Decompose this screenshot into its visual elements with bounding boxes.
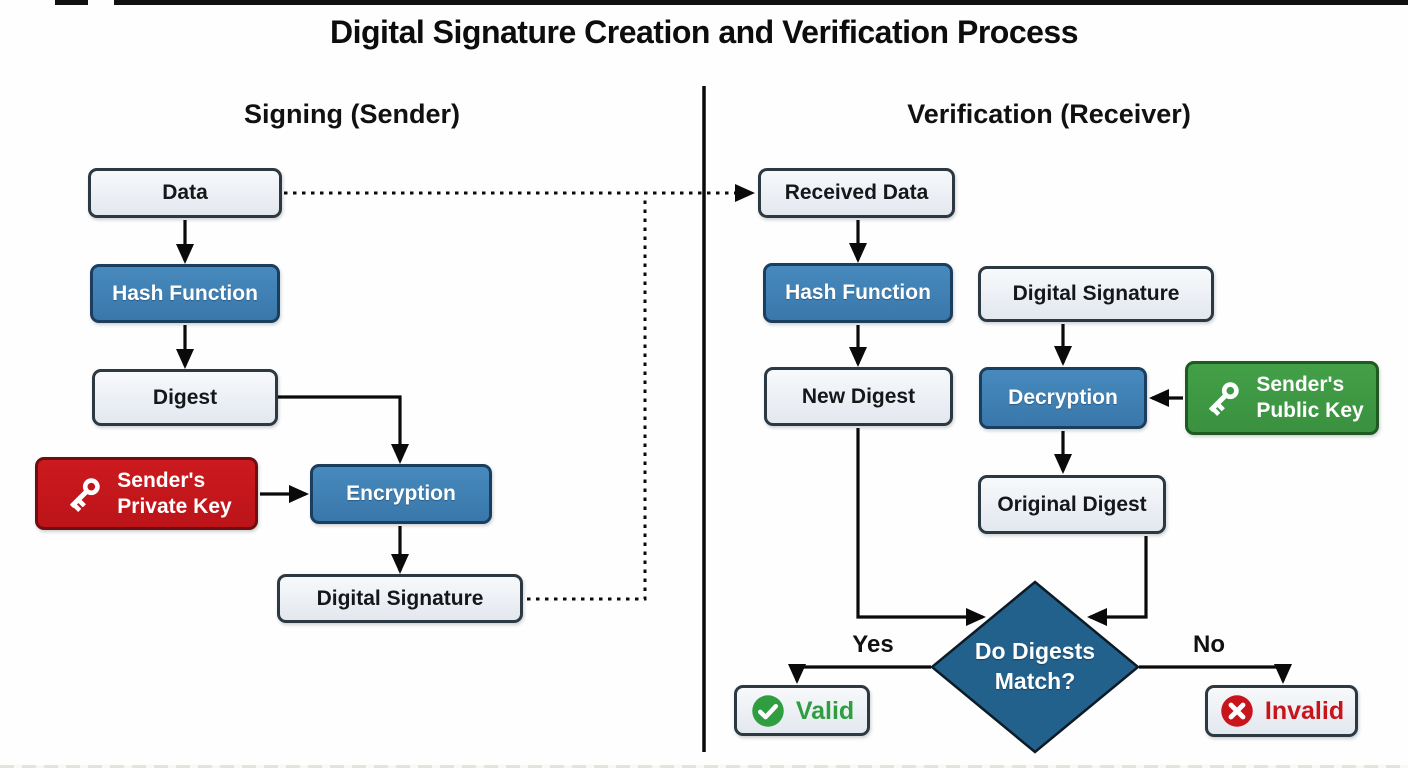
node-digital-signature-sender: Digital Signature (277, 574, 523, 623)
node-hash-function-sender: Hash Function (90, 264, 280, 323)
decision-label-line1: Do Digests (974, 638, 1096, 664)
node-senders-private-key: Sender's Private Key (35, 457, 258, 530)
node-encryption-label: Encryption (346, 482, 456, 505)
top-border-gap (88, 0, 114, 5)
key-icon (1209, 382, 1240, 417)
node-hash-function-receiver-label: Hash Function (785, 281, 931, 304)
node-decision-label: Do Digests Match? (935, 636, 1135, 696)
node-data: Data (88, 168, 282, 218)
node-decryption-label: Decryption (1008, 386, 1118, 409)
private-key-label-line2: Private Key (117, 494, 232, 518)
page-title: Digital Signature Creation and Verificat… (329, 14, 1079, 50)
node-invalid-label: Invalid (1264, 697, 1345, 725)
node-valid-label: Valid (795, 696, 855, 725)
node-digital-signature-sender-label: Digital Signature (316, 586, 484, 610)
node-encryption: Encryption (310, 464, 492, 524)
node-original-digest-label: Original Digest (997, 492, 1147, 516)
node-new-digest-label: New Digest (801, 384, 916, 408)
node-senders-public-key: Sender's Public Key (1185, 361, 1379, 435)
edge-decision-yes (788, 664, 931, 684)
node-hash-function-receiver: Hash Function (763, 263, 953, 323)
public-key-label-line2: Public Key (1256, 399, 1364, 422)
node-decryption: Decryption (979, 367, 1147, 429)
edge-decision-no (1139, 664, 1292, 684)
check-circle-icon (752, 694, 784, 727)
decision-label-line2: Match? (994, 668, 1076, 694)
node-invalid: Invalid (1205, 685, 1358, 737)
top-border-artifact (55, 0, 1408, 5)
edge-signature-transmission (527, 196, 647, 601)
node-new-digest: New Digest (764, 367, 953, 426)
node-received-data-label: Received Data (784, 181, 929, 204)
node-data-label: Data (162, 181, 208, 204)
edge-originaldigest-to-decision (1087, 536, 1148, 626)
edge-label-no: No (1193, 631, 1225, 658)
node-valid: Valid (734, 685, 870, 736)
edge-digest-to-encryption (278, 395, 409, 464)
edge-label-yes: Yes (852, 631, 894, 658)
x-circle-icon (1221, 695, 1253, 727)
node-original-digest: Original Digest (978, 475, 1166, 534)
node-digest-label: Digest (152, 385, 218, 409)
section-title-signing: Signing (Sender) (244, 99, 460, 129)
edge-newdigest-to-decision (856, 428, 986, 626)
key-icon (70, 477, 101, 512)
private-key-label-line1: Sender's (117, 468, 206, 492)
bottom-border-artifact (0, 765, 1408, 768)
node-received-data: Received Data (758, 168, 955, 218)
node-digest: Digest (92, 369, 278, 426)
node-digital-signature-receiver: Digital Signature (978, 266, 1214, 322)
node-hash-function-sender-label: Hash Function (112, 281, 258, 305)
public-key-label-line1: Sender's (1256, 373, 1345, 396)
section-title-verification: Verification (Receiver) (907, 99, 1191, 129)
node-digital-signature-receiver-label: Digital Signature (1012, 282, 1180, 305)
